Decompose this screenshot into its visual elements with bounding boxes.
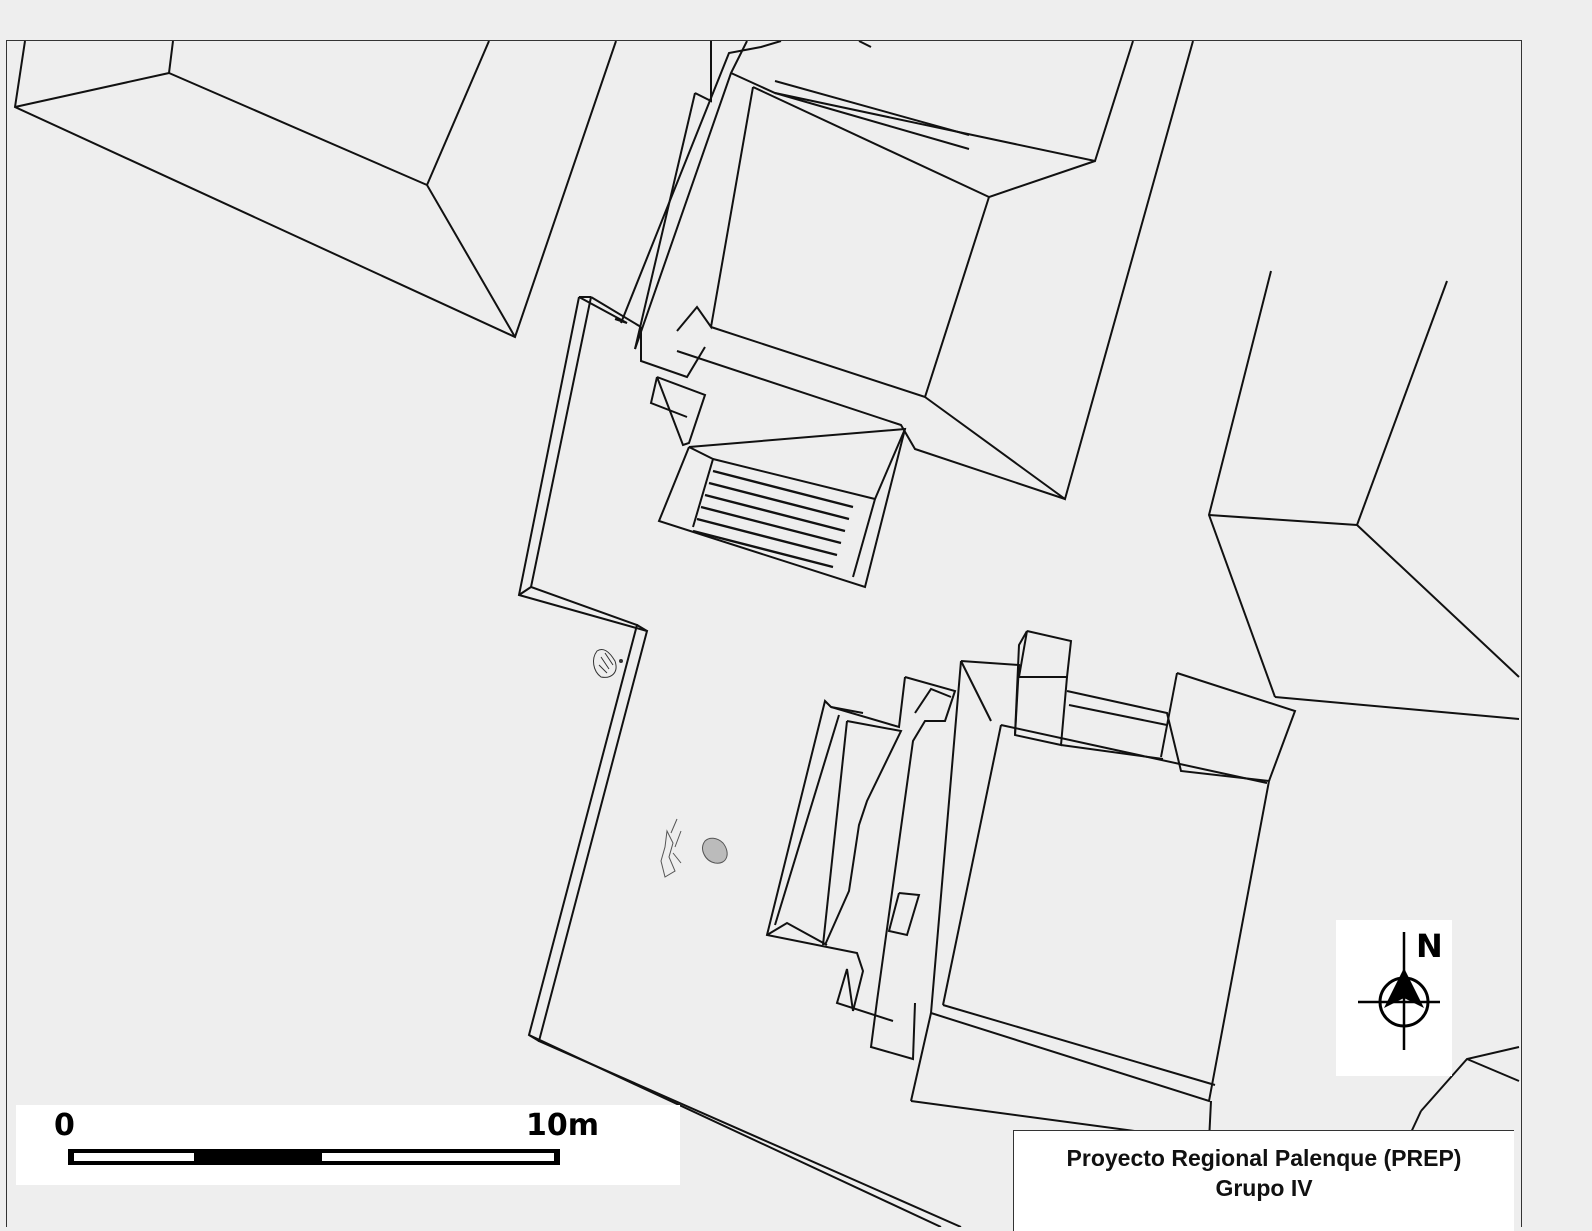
scale-bar-graphic [68, 1149, 560, 1165]
map-frame [6, 40, 1522, 1227]
site-plan [13, 41, 1520, 1227]
artifact-sketch-lower [660, 818, 728, 878]
title-line-1: Proyecto Regional Palenque (PREP) [1066, 1145, 1462, 1171]
structure-east [1207, 270, 1520, 720]
plaza-platform [517, 296, 962, 1227]
artifact-sketch-upper [593, 648, 623, 678]
scale-start-label: 0 [54, 1108, 75, 1143]
stairway [649, 376, 907, 589]
title-block: Proyecto Regional Palenque (PREP) Grupo … [1013, 1130, 1514, 1231]
scale-segment-2 [196, 1153, 318, 1161]
structure-central-east [765, 676, 957, 1061]
scale-segment-3 [322, 1153, 554, 1161]
scale-segment-1 [74, 1153, 194, 1161]
north-arrow-icon [1358, 932, 1440, 1050]
structure-northwest [13, 41, 617, 339]
title-line-2: Grupo IV [1215, 1175, 1313, 1201]
structure-southeast-palace [910, 630, 1297, 1143]
north-label: N [1416, 927, 1443, 965]
scale-end-label: 10m [526, 1108, 600, 1143]
scale-bar: 0 10m [16, 1105, 680, 1185]
north-arrow: N [1336, 920, 1452, 1076]
structure-north-temple [620, 41, 1194, 501]
